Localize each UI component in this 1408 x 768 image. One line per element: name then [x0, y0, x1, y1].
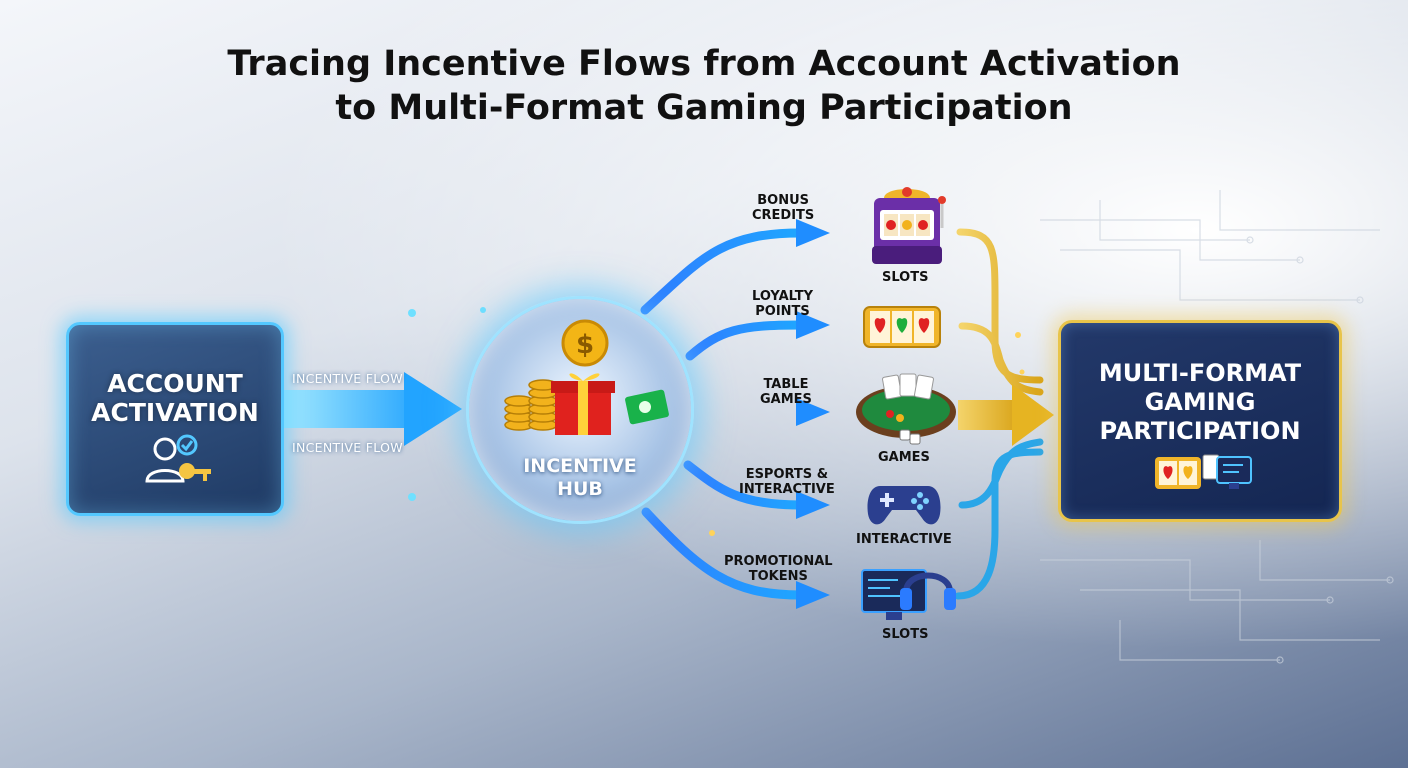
game-label-interactive: INTERACTIVE: [856, 532, 952, 547]
hub-label-line-2: HUB: [557, 478, 603, 500]
incentive-hub: $ INCENTIVE HUB: [466, 296, 694, 524]
account-activation-box: ACCOUNT ACTIVATION: [66, 322, 284, 516]
game-label-slots-2: SLOTS: [882, 627, 929, 642]
title-line-2: to Multi-Format Gaming Participation: [335, 88, 1073, 128]
branch-4-line-2: TOKENS: [748, 569, 808, 584]
card-table-icon: [856, 373, 956, 445]
gift-icon: [551, 373, 615, 435]
svg-text:$: $: [576, 330, 594, 360]
cards-and-screen-icon: [1155, 454, 1252, 489]
ticket-icon: [625, 389, 669, 425]
flow-label-top: INCENTIVE FLOW: [292, 371, 403, 386]
branch-1-line-2: POINTS: [755, 304, 810, 319]
circuit-decoration: [1040, 190, 1394, 664]
branch-0-line-1: BONUS: [757, 193, 810, 208]
game-label-games: GAMES: [878, 450, 930, 465]
coin-stack-icon: [504, 379, 558, 431]
branch-4-line-1: PROMOTIONAL: [724, 554, 833, 569]
branch-label-promotional-tokens: PROMOTIONAL TOKENS: [724, 554, 833, 584]
coin-icon: $: [561, 319, 609, 367]
branch-arrow-promo: [641, 507, 805, 600]
slot-reels-icon: [863, 306, 941, 348]
gold-arrow: [958, 384, 1054, 446]
branch-0-line-2: CREDITS: [752, 208, 815, 223]
incentive-hub-label: INCENTIVE HUB: [469, 455, 691, 501]
diagram-title: Tracing Incentive Flows from Account Act…: [0, 42, 1408, 130]
branch-3-line-2: INTERACTIVE: [739, 482, 835, 497]
account-label-line-2: ACTIVATION: [91, 398, 259, 427]
branch-2-line-2: GAMES: [760, 392, 812, 407]
user-check-key-icon: [145, 434, 211, 483]
branch-label-esports: ESPORTS & INTERACTIVE: [739, 467, 835, 497]
account-activation-label: ACCOUNT ACTIVATION: [69, 369, 281, 427]
multi-format-participation-box: MULTI-FORMAT GAMING PARTICIPATION: [1058, 320, 1342, 522]
branch-label-loyalty-points: LOYALTY POINTS: [752, 289, 813, 319]
main-arrow: [284, 372, 462, 446]
branch-arrow-loyalty: [685, 320, 805, 361]
slot-machine-icon: [872, 187, 946, 264]
game-label-slots-1: SLOTS: [882, 270, 929, 285]
gamepad-icon: [867, 486, 941, 525]
target-label-line-3: PARTICIPATION: [1099, 417, 1301, 445]
monitor-headset-icon: [861, 569, 956, 620]
branch-label-bonus-credits: BONUS CREDITS: [752, 193, 814, 223]
target-label-line-1: MULTI-FORMAT: [1098, 359, 1302, 387]
multi-format-label: MULTI-FORMAT GAMING PARTICIPATION: [1061, 359, 1339, 446]
branch-label-table-games: TABLE GAMES: [760, 377, 812, 407]
target-label-line-2: GAMING: [1144, 388, 1256, 416]
flow-label-bottom: INCENTIVE FLOW: [292, 440, 403, 455]
hub-icons: $: [504, 319, 669, 435]
hub-label-line-1: INCENTIVE: [523, 455, 637, 477]
branch-arrow-bonus: [640, 228, 805, 315]
branch-arrow-esports: [683, 460, 805, 510]
account-label-line-1: ACCOUNT: [107, 369, 243, 398]
branch-1-line-1: LOYALTY: [752, 289, 814, 304]
title-line-1: Tracing Incentive Flows from Account Act…: [227, 44, 1181, 84]
branch-3-line-1: ESPORTS &: [745, 467, 829, 482]
branch-2-line-1: TABLE: [763, 377, 809, 392]
